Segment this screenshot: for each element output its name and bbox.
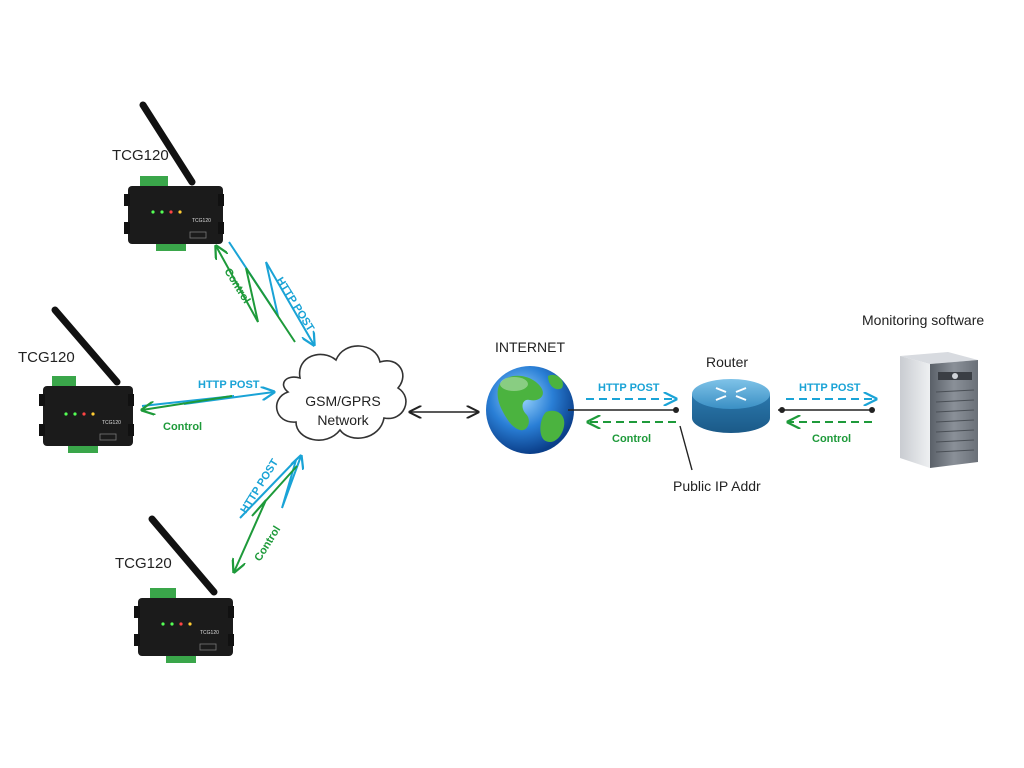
http-post-label: HTTP POST	[198, 379, 260, 391]
gsm-gprs-cloud: GSM/GPRS Network	[275, 345, 407, 441]
control-arrow	[142, 395, 233, 410]
link-device-bottom-cloud: HTTP POST Control	[234, 456, 301, 572]
cloud-icon	[275, 345, 407, 441]
tcg120-device-top: TCG120 TCG120	[112, 101, 224, 251]
link-device-middle-cloud: HTTP POST Control	[142, 379, 274, 433]
device-label: TCG120	[115, 555, 172, 572]
tcg120-device-middle: TCG120 TCG120	[18, 306, 134, 453]
http-post-label: HTTP POST	[273, 275, 316, 334]
control-arrow	[234, 465, 298, 572]
internet-node: INTERNET	[486, 339, 574, 454]
server-label: Monitoring software	[862, 312, 984, 328]
device-model-text: TCG120	[102, 420, 121, 426]
http-post-label: HTTP POST	[598, 382, 660, 394]
tcg120-device-bottom: TCG120 TCG120	[115, 515, 234, 663]
router-node: Router	[692, 354, 770, 433]
link-router-server: HTTP POST Control	[778, 382, 876, 445]
control-arrow	[216, 246, 296, 343]
control-label: Control	[612, 433, 651, 445]
public-ip-pointer	[679, 425, 693, 471]
device-model-text: TCG120	[200, 630, 219, 636]
cloud-label-line2: Network	[317, 412, 369, 428]
control-label: Control	[163, 421, 202, 433]
internet-label: INTERNET	[495, 339, 565, 355]
globe-icon	[486, 366, 574, 454]
public-ip-label: Public IP Addr	[673, 478, 761, 494]
link-device-top-cloud: HTTP POST Control	[216, 241, 316, 345]
control-label: Control	[252, 524, 283, 564]
device-icon: TCG120	[39, 306, 134, 453]
control-label: Control	[812, 433, 851, 445]
server-icon	[900, 352, 978, 468]
http-post-label: HTTP POST	[799, 382, 861, 394]
cloud-label-line1: GSM/GPRS	[305, 393, 380, 409]
device-icon: TCG120	[134, 515, 234, 663]
link-internet-router: HTTP POST Control	[568, 382, 693, 471]
router-icon	[692, 379, 770, 433]
device-label: TCG120	[18, 349, 75, 366]
device-icon: TCG120	[124, 101, 224, 251]
device-model-text: TCG120	[192, 218, 211, 224]
http-post-arrow	[239, 456, 301, 519]
device-label: TCG120	[112, 147, 169, 164]
monitoring-server-node: Monitoring software	[862, 312, 984, 468]
router-label: Router	[706, 354, 748, 370]
